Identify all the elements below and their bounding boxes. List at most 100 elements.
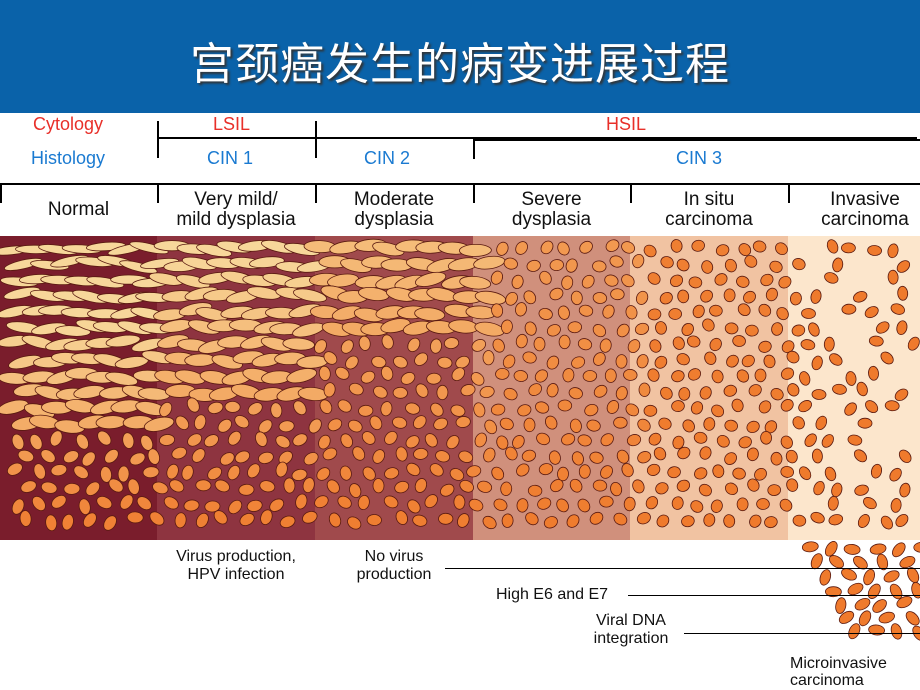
tissue-cell bbox=[863, 497, 877, 510]
stage-header-line bbox=[0, 183, 920, 185]
tissue-cell bbox=[884, 400, 900, 412]
tissue-cell bbox=[393, 355, 408, 369]
tissue-cell bbox=[195, 512, 209, 528]
tissue-cell bbox=[455, 355, 470, 369]
tissue-cell bbox=[217, 418, 232, 433]
bracket-divider bbox=[473, 139, 475, 159]
tissue-cell bbox=[780, 399, 794, 412]
tissue-cell bbox=[96, 496, 113, 509]
tissue-cell bbox=[698, 483, 712, 497]
tissue-cell bbox=[175, 415, 190, 430]
stage-line: Invasive bbox=[830, 189, 900, 210]
annotation-line: production bbox=[356, 566, 432, 583]
tissue-cell bbox=[613, 416, 628, 429]
tissue-cell bbox=[228, 499, 243, 515]
tissue-cell bbox=[466, 465, 482, 478]
tissue-cell bbox=[671, 496, 684, 510]
tissue-cell bbox=[636, 354, 649, 369]
tissue-cell bbox=[577, 434, 592, 447]
tissue-cell bbox=[546, 383, 559, 398]
tissue-cell bbox=[535, 401, 550, 414]
tissue-cell bbox=[196, 243, 233, 258]
histology-bracket-line bbox=[473, 139, 920, 141]
tissue-cell bbox=[647, 368, 660, 382]
tissue-cell bbox=[829, 555, 844, 569]
tissue-cell bbox=[523, 290, 537, 305]
tissue-cell bbox=[400, 372, 416, 385]
tissue-cell bbox=[811, 355, 823, 371]
tissue-cell bbox=[349, 483, 362, 499]
stage-divider bbox=[473, 183, 475, 203]
tissue-cell bbox=[821, 434, 834, 448]
tissue-cell bbox=[732, 467, 746, 480]
tissue-cell bbox=[570, 290, 583, 306]
tissue-cell bbox=[627, 339, 641, 353]
tissue-cell bbox=[516, 498, 529, 513]
tissue-cell bbox=[589, 511, 604, 525]
tissue-cell bbox=[166, 463, 179, 480]
annotation-virus-production: Virus production, HPV infection bbox=[150, 548, 322, 584]
tissue-cell bbox=[438, 512, 454, 525]
tissue-cell bbox=[484, 419, 498, 435]
tissue-cell bbox=[716, 435, 730, 448]
tissue-cell bbox=[122, 432, 135, 449]
tissue-cell bbox=[0, 399, 29, 415]
tissue-cell bbox=[323, 351, 338, 365]
tissue-cell bbox=[714, 273, 728, 286]
tissue-cell bbox=[827, 495, 839, 511]
tissue-cell bbox=[29, 434, 43, 450]
tissue-cell bbox=[589, 451, 604, 464]
tissue-cell bbox=[302, 511, 318, 524]
tissue-cell bbox=[516, 463, 530, 477]
tissue-cell bbox=[234, 450, 251, 464]
tissue-cell bbox=[868, 365, 879, 381]
histology-cin1: CIN 1 bbox=[207, 148, 254, 168]
tissue-cell bbox=[269, 498, 285, 512]
tissue-cell bbox=[835, 597, 847, 614]
tissue-cell bbox=[872, 599, 887, 613]
tissue-cell bbox=[260, 509, 273, 525]
tissue-cell bbox=[392, 386, 408, 399]
tissue-cell bbox=[322, 447, 338, 461]
tissue-cell bbox=[786, 350, 800, 364]
tissue-cell bbox=[626, 434, 642, 447]
tissue-cell bbox=[723, 514, 736, 528]
tissue-cell bbox=[895, 513, 909, 528]
tissue-cell bbox=[414, 307, 446, 322]
tissue-cell bbox=[412, 514, 428, 527]
tissue-cell bbox=[682, 419, 695, 433]
tissue-cell bbox=[725, 482, 738, 496]
tissue-cell bbox=[823, 336, 835, 352]
tissue-cell bbox=[17, 449, 35, 463]
tissue-cell bbox=[426, 372, 442, 385]
tissue-cell bbox=[81, 451, 96, 467]
annotation-line: Viral DNA bbox=[596, 612, 666, 629]
tissue-cell bbox=[159, 401, 173, 418]
page-title: 宫颈癌发生的病变进展过程 bbox=[190, 39, 730, 90]
tissue-cell bbox=[656, 514, 670, 528]
tissue-cell bbox=[599, 495, 614, 508]
tissue-cell bbox=[195, 479, 212, 492]
tissue-cell bbox=[521, 449, 536, 462]
tissue-cell bbox=[738, 243, 752, 257]
tissue-cell bbox=[604, 274, 619, 287]
tissue-cell bbox=[450, 404, 466, 417]
tissue-cell bbox=[825, 586, 842, 598]
tissue-cell bbox=[775, 242, 788, 256]
tissue-cell bbox=[187, 433, 203, 447]
tissue-cell bbox=[764, 516, 778, 529]
tissue-cell bbox=[736, 497, 749, 512]
tissue-cell bbox=[715, 244, 730, 257]
tissue-cell bbox=[413, 447, 429, 460]
tissue-cell bbox=[678, 387, 691, 401]
tissue-cell bbox=[557, 399, 573, 412]
tissue-cell bbox=[654, 355, 668, 369]
tissue-cell bbox=[741, 354, 755, 368]
tissue-cell bbox=[887, 243, 899, 259]
tissue-cell bbox=[562, 368, 575, 383]
tissue-cell bbox=[558, 334, 571, 350]
tissue-cell bbox=[700, 289, 713, 303]
tissue-cell bbox=[659, 292, 673, 305]
tissue-cell bbox=[503, 387, 518, 401]
tissue-cell bbox=[653, 447, 667, 461]
